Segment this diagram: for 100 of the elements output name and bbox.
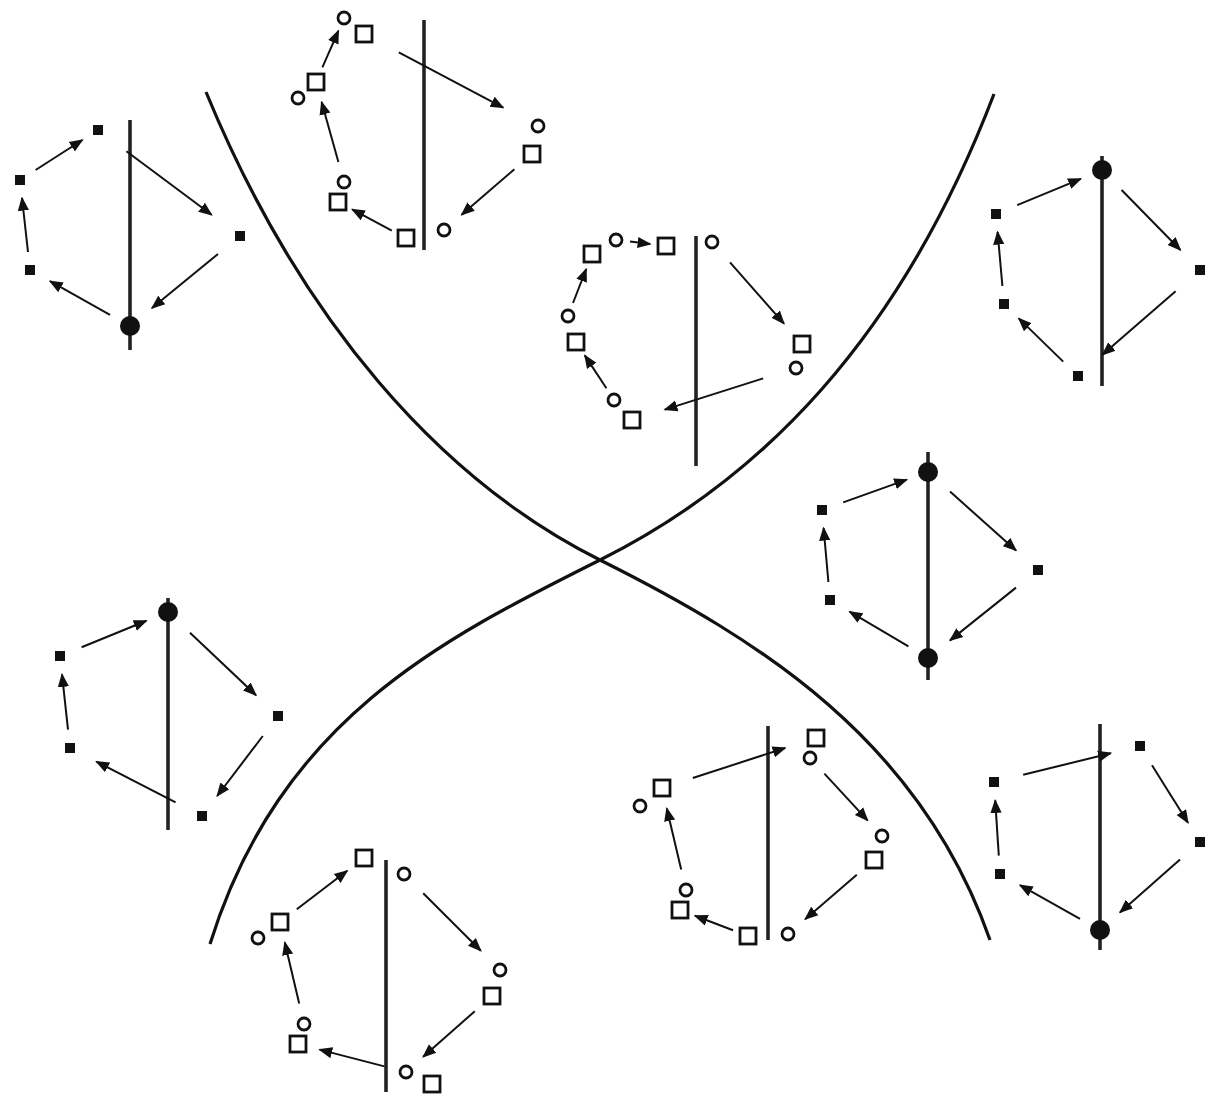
arrow [664,807,683,871]
arrow [17,196,29,253]
circle-marker [296,1016,312,1032]
square-marker [566,332,586,352]
arrow [350,208,393,232]
square-marker [197,811,207,821]
arrow [990,799,1002,857]
dot-marker [1090,920,1110,940]
square-marker [825,595,835,605]
square-marker [582,244,602,264]
dot-marker [120,316,140,336]
square-marker [806,728,826,748]
square-marker [989,777,999,787]
square-marker [652,778,672,798]
circle-marker [396,866,412,882]
arrow [663,377,765,412]
square-marker [55,651,65,661]
square-marker [306,72,326,92]
square-marker [1135,741,1145,751]
arrow [282,941,301,1005]
square-marker [25,265,35,275]
square-marker [354,848,374,868]
dot-marker [1092,160,1112,180]
arrow [321,29,340,69]
dot-marker [918,648,938,668]
square-marker [65,743,75,753]
arrow [583,354,608,390]
arrow [691,746,787,779]
arrow [1101,290,1177,356]
arrow [842,478,909,504]
circle-marker [678,882,694,898]
circle-marker [290,90,306,106]
square-marker [422,1074,442,1094]
arrow [1016,177,1083,207]
square-marker [656,236,676,256]
arrow [1022,750,1113,776]
arrow [189,631,257,697]
circle-marker [780,926,796,942]
square-marker [622,410,642,430]
arrow [1017,317,1065,363]
circle-marker [788,360,804,376]
arrow [48,280,111,316]
arrow [34,139,84,171]
square-marker [522,144,542,164]
arrow [823,772,869,822]
circle-marker [336,10,352,26]
circle-marker [530,118,546,134]
arrow [125,150,213,216]
arrow [1151,764,1189,824]
square-marker [995,869,1005,879]
dot-marker [158,602,178,622]
circle-marker [250,930,266,946]
square-marker [354,24,374,44]
arrow [729,261,785,325]
square-marker [288,1034,308,1054]
circle-marker [436,222,452,238]
circle-marker [336,174,352,190]
arrow [1118,858,1181,914]
square-marker [1073,371,1083,381]
circle-marker [606,392,622,408]
circle-marker [560,308,576,324]
arrow [319,100,340,163]
square-marker [991,209,1001,219]
arrow [216,735,264,798]
arrow [422,1010,476,1058]
dot-marker [918,462,938,482]
square-marker [864,850,884,870]
arrow [948,586,1017,642]
square-marker [738,926,758,946]
square-marker [235,231,245,241]
arrow [422,892,482,952]
square-marker [15,175,25,185]
arrow [819,526,831,583]
arrow [804,873,858,921]
arrow [150,253,219,309]
circle-marker [874,828,890,844]
circle-marker [802,750,818,766]
arrow [1120,189,1182,251]
arrow [1018,884,1081,920]
arrow [295,869,349,911]
square-marker [1195,837,1205,847]
arrow [848,610,910,648]
arrow [460,168,516,216]
arrow [572,267,588,304]
square-marker [670,900,690,920]
arrow [629,236,652,249]
square-marker [817,505,827,515]
arrow [949,490,1018,552]
arrow [95,760,177,804]
square-marker [273,711,283,721]
square-marker [328,192,348,212]
square-marker [396,228,416,248]
square-marker [482,986,502,1006]
arrow [993,230,1005,287]
circle-marker [398,1064,414,1080]
arrow [397,51,505,109]
arrow [80,619,148,649]
square-marker [93,125,103,135]
square-marker [792,334,812,354]
square-marker [270,912,290,932]
